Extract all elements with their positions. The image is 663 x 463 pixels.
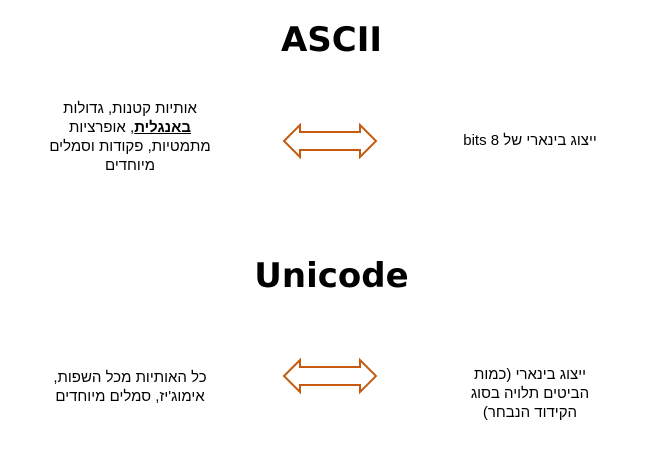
double-arrow-icon	[282, 123, 378, 159]
ascii-title: ASCII	[280, 20, 383, 60]
ascii-representation: ייצוג בינארי של 8 bits	[463, 132, 597, 149]
ascii-description: אותיות קטנות, גדולות באנגלית, אופרציות מ…	[20, 99, 240, 175]
text-line: אימוג'יז, סמלים מיוחדים	[55, 388, 205, 405]
text-line: הקידוד הנבחר)	[482, 404, 578, 421]
arrow-shape	[282, 358, 378, 394]
emphasized-word: באנגלית	[134, 119, 191, 136]
unicode-title: Unicode	[254, 256, 409, 296]
unicode-description: כל האותיות מכל השפות, אימוג'יז, סמלים מי…	[20, 368, 240, 406]
text-line: מיוחדים	[104, 157, 156, 174]
unicode-representation: ייצוג בינארי (כמות הביטים תלויה בסוג הקי…	[430, 365, 630, 422]
text-line: מתמטיות, פקודות וסמלים	[49, 138, 211, 155]
double-arrow-icon	[282, 358, 378, 394]
text-line: כל האותיות מכל השפות,	[53, 369, 207, 386]
text-line: הביטים תלויה בסוג	[470, 385, 590, 402]
text-line: אותיות קטנות, גדולות	[63, 100, 197, 117]
text-line: ייצוג בינארי (כמות	[473, 366, 586, 383]
text-fragment: , אופרציות	[69, 119, 135, 136]
arrow-shape	[282, 123, 378, 159]
text-line: באנגלית, אופרציות	[20, 118, 240, 137]
